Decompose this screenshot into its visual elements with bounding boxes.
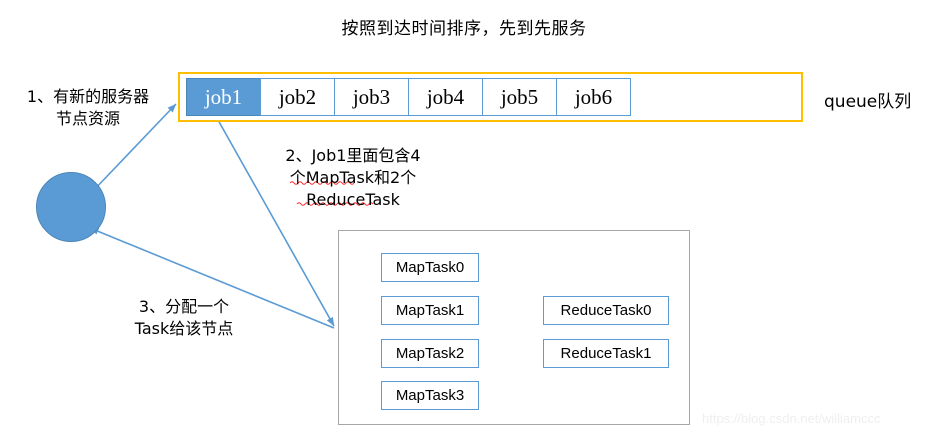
page-title: 按照到达时间排序，先到先服务: [341, 19, 587, 39]
queue-job-job1[interactable]: job1: [186, 78, 261, 116]
server-node-circle: [36, 172, 106, 242]
queue-job-job5[interactable]: job5: [482, 78, 557, 116]
queue-cells: job1 job2 job3 job4 job5 job6: [186, 78, 631, 116]
map-task-0[interactable]: MapTask0: [381, 253, 479, 282]
annotation-new-server-node: 1、有新的服务器 节点资源: [26, 87, 150, 129]
annotation-job1-contents: 2、Job1里面包含4 个MapTask和2个 ReduceTask: [285, 146, 421, 210]
reduce-task-0[interactable]: ReduceTask0: [543, 296, 669, 325]
map-task-3[interactable]: MapTask3: [381, 381, 479, 410]
map-task-1[interactable]: MapTask1: [381, 296, 479, 325]
watermark: https://blog.csdn.net/williamccc: [702, 411, 881, 426]
annotation-assign-task: 3、分配一个 Task给该节点: [134, 297, 234, 339]
map-task-2[interactable]: MapTask2: [381, 339, 479, 368]
reduce-task-1[interactable]: ReduceTask1: [543, 339, 669, 368]
queue-job-job6[interactable]: job6: [556, 78, 631, 116]
queue-job-job2[interactable]: job2: [260, 78, 335, 116]
queue-job-job3[interactable]: job3: [334, 78, 409, 116]
queue-job-job4[interactable]: job4: [408, 78, 483, 116]
queue-label: queue队列: [824, 92, 912, 112]
